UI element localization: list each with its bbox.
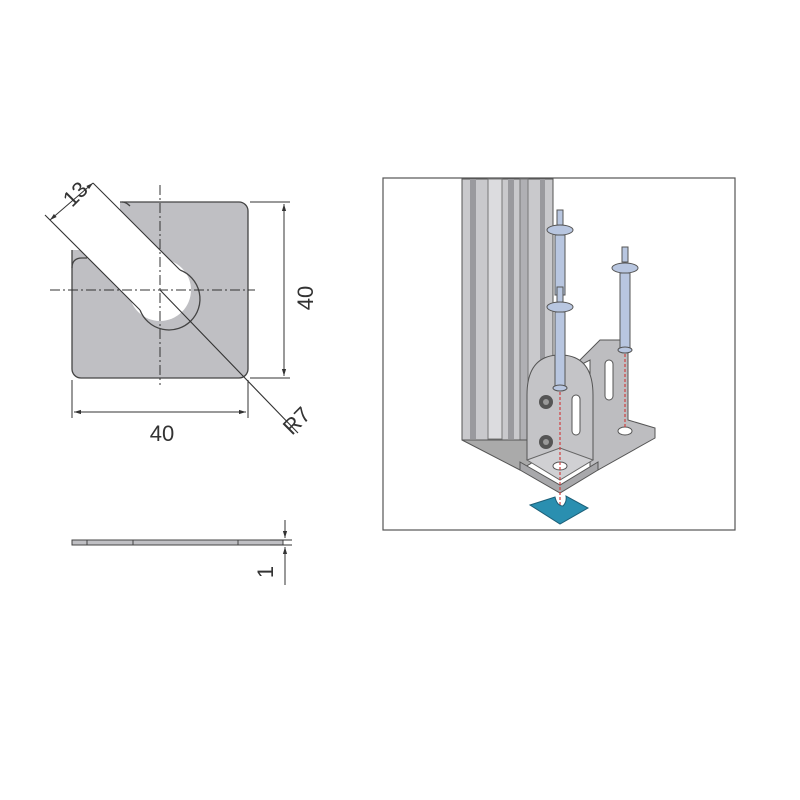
slotted-washer — [528, 495, 590, 525]
dim-thickness: 1 — [253, 566, 278, 578]
plate-side-view — [71, 520, 292, 585]
plate-top-view — [40, 170, 299, 434]
dim-height: 40 — [293, 286, 318, 310]
slot-edge-line — [92, 182, 181, 271]
slot-edge-line — [44, 214, 141, 311]
radius-leader — [159, 289, 299, 434]
bolts — [546, 209, 639, 392]
dim-width: 40 — [150, 421, 174, 446]
assembly-illustration — [382, 177, 736, 531]
dim-radius: R7 — [278, 402, 316, 440]
